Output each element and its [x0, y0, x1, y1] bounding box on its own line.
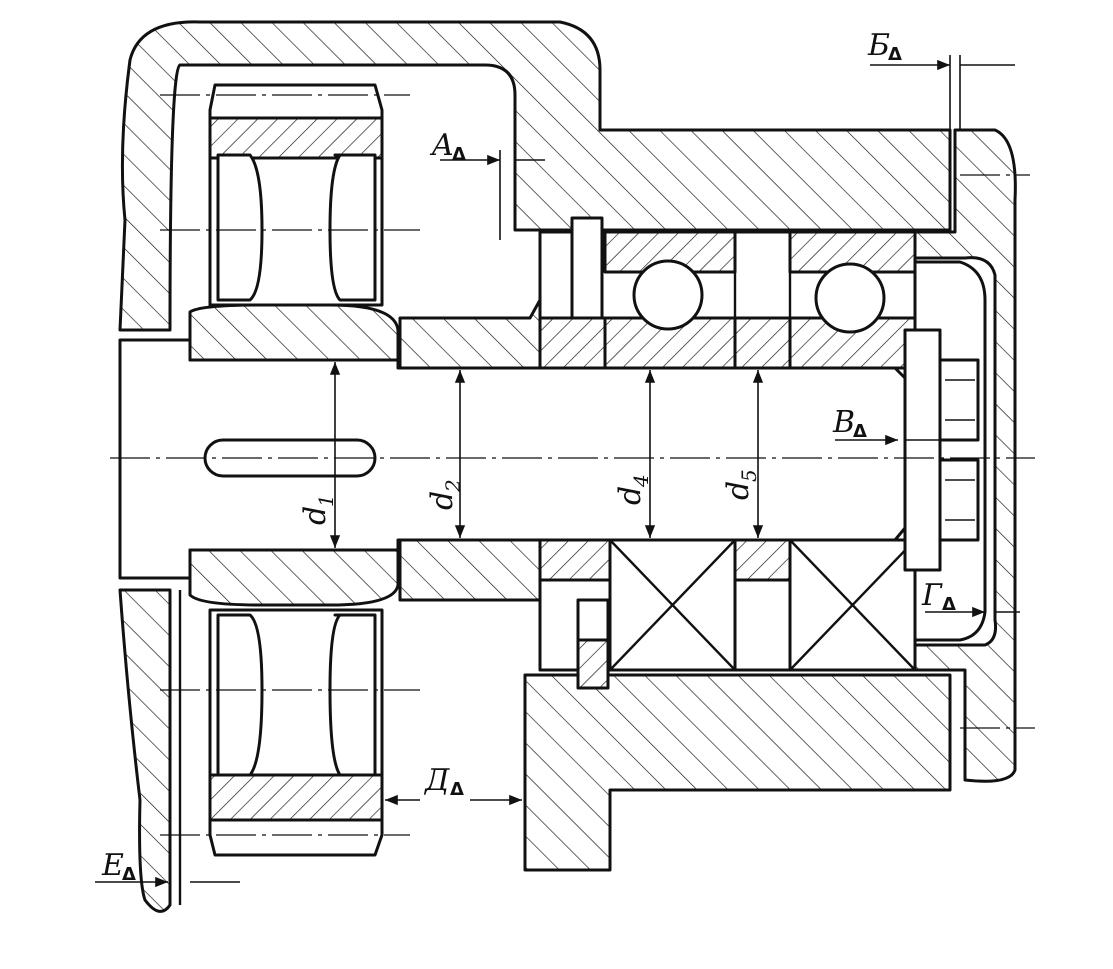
- label-d4-sub: 4: [629, 474, 653, 488]
- label-A-sub: Δ: [452, 144, 466, 165]
- label-V: B Δ: [832, 405, 867, 442]
- label-d1: d 1: [298, 494, 338, 525]
- label-d1-sub: 1: [314, 494, 338, 507]
- label-d2-sub: 2: [441, 479, 465, 493]
- label-d2-letter: d: [425, 491, 460, 510]
- label-E-letter: E: [101, 848, 124, 883]
- label-E-sub: Δ: [122, 864, 136, 885]
- spacer-sleeve: [398, 298, 542, 602]
- label-d5: d 5: [721, 469, 761, 500]
- gear-top: [188, 83, 400, 362]
- label-A: A Δ: [429, 128, 466, 165]
- center-lines: [110, 94, 1035, 836]
- label-B-sub: Δ: [888, 44, 902, 65]
- gear-bottom: [188, 548, 400, 857]
- label-V-sub: Δ: [853, 421, 867, 442]
- label-G: Г Δ: [921, 578, 956, 615]
- left-housing: [118, 20, 952, 913]
- end-washer: [903, 328, 980, 572]
- lower-housing: [523, 673, 952, 872]
- label-d4-letter: d: [613, 486, 648, 505]
- label-G-letter: Г: [921, 578, 943, 613]
- label-E: E Δ: [101, 848, 136, 885]
- label-D: Д Δ: [423, 763, 464, 800]
- dimension-lines: [95, 55, 1020, 905]
- label-D-letter: Д: [423, 763, 450, 798]
- label-A-letter: A: [429, 128, 454, 163]
- label-V-letter: B: [832, 405, 855, 440]
- label-D-sub: Δ: [450, 779, 464, 800]
- label-d2: d 2: [425, 479, 465, 510]
- label-G-sub: Δ: [942, 594, 956, 615]
- label-d5-letter: d: [721, 481, 756, 500]
- label-B: Б Δ: [867, 28, 902, 65]
- bearing-top: [538, 216, 917, 370]
- bearing-bottom: [538, 538, 917, 690]
- ball: [632, 259, 704, 331]
- ball: [814, 262, 886, 334]
- label-d5-sub: 5: [737, 469, 761, 482]
- label-B-letter: Б: [867, 28, 890, 63]
- label-d1-letter: d: [298, 506, 333, 525]
- label-d4: d 4: [613, 474, 653, 505]
